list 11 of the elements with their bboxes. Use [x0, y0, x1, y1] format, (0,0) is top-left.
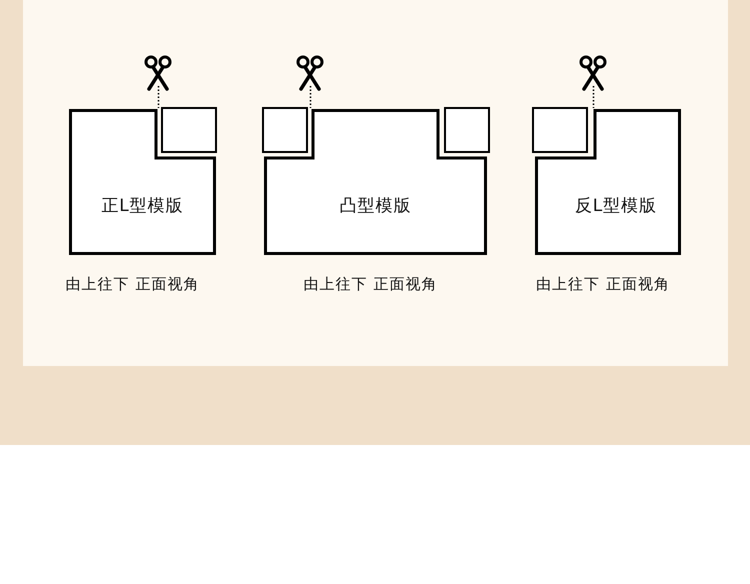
template-label: 正L型模版	[101, 194, 184, 218]
cut-piece-box	[262, 107, 308, 153]
cut-piece-box	[161, 107, 217, 153]
cut-piece-box	[444, 107, 490, 153]
view-caption: 由上往下 正面视角	[304, 274, 438, 295]
template-label: 反L型模版	[574, 194, 658, 218]
cut-piece-box	[532, 107, 588, 153]
view-caption: 由上往下 正面视角	[66, 274, 200, 295]
template-shape	[264, 109, 487, 255]
view-caption: 由上往下 正面视角	[536, 274, 670, 295]
template-label: 凸型模版	[340, 194, 412, 218]
